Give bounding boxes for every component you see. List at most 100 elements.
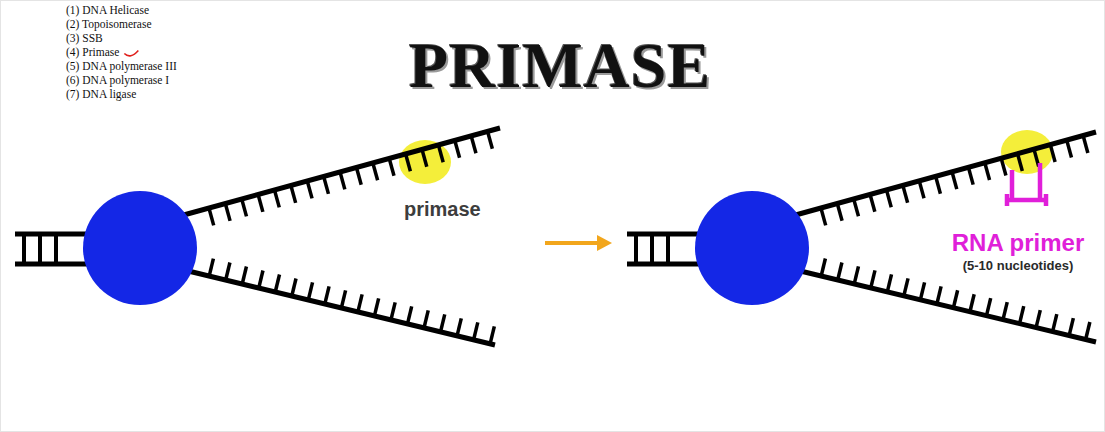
- base: [886, 190, 891, 207]
- base: [307, 181, 312, 198]
- base: [821, 259, 825, 276]
- list-item: (5) DNA polymerase III: [66, 60, 177, 73]
- rna-primer: [1007, 163, 1046, 206]
- base: [358, 294, 362, 311]
- base: [438, 145, 443, 162]
- helicase: [695, 191, 809, 305]
- base: [389, 158, 394, 175]
- base: [936, 176, 941, 193]
- base: [838, 262, 842, 279]
- base: [854, 199, 859, 216]
- base: [308, 282, 312, 299]
- base: [424, 310, 428, 327]
- base: [258, 195, 263, 212]
- base: [937, 286, 941, 303]
- base: [356, 167, 361, 184]
- base: [985, 163, 990, 180]
- base: [919, 181, 924, 198]
- base: [1053, 314, 1057, 331]
- base: [341, 290, 345, 307]
- enzyme-label: primase: [404, 198, 481, 221]
- base: [226, 263, 230, 280]
- base: [291, 186, 296, 203]
- title: PRIMASE: [409, 34, 711, 98]
- base: [837, 203, 842, 220]
- base: [1018, 154, 1023, 171]
- arrow-shaft: [545, 241, 600, 245]
- base-pair: [634, 234, 638, 264]
- dna-strand: [180, 269, 495, 345]
- base: [1001, 158, 1006, 175]
- base: [871, 270, 875, 287]
- base: [406, 154, 411, 171]
- bases: [821, 259, 1090, 340]
- base: [374, 298, 378, 315]
- base: [1036, 310, 1040, 327]
- base: [209, 208, 214, 225]
- base: [455, 140, 460, 157]
- base: [209, 259, 213, 276]
- dna-strand: [792, 269, 1096, 342]
- base: [1086, 322, 1090, 339]
- arrow-head: [597, 235, 612, 251]
- base: [1067, 140, 1072, 157]
- base-pair: [54, 234, 58, 264]
- list-item: (1) DNA Helicase: [66, 4, 149, 17]
- base: [920, 282, 924, 299]
- base: [1050, 145, 1055, 162]
- base: [870, 194, 875, 211]
- base-pair: [22, 234, 26, 264]
- base: [986, 298, 990, 315]
- primer-label: RNA primer: [952, 229, 1084, 257]
- base-pair: [650, 234, 654, 264]
- base: [887, 274, 891, 291]
- base: [391, 302, 395, 319]
- list-item: (4) Primase: [66, 46, 119, 59]
- base: [242, 267, 246, 284]
- base: [1003, 302, 1007, 319]
- base: [970, 294, 974, 311]
- base: [490, 326, 494, 343]
- check-mark: [124, 51, 138, 56]
- base-pair: [666, 234, 670, 264]
- helicase: [83, 191, 197, 305]
- base-pair: [38, 234, 42, 264]
- step-arrow: [545, 235, 612, 251]
- bases: [209, 131, 492, 225]
- bases: [821, 136, 1088, 226]
- base: [457, 318, 461, 335]
- replication-fork: [627, 130, 1096, 342]
- base: [225, 204, 230, 221]
- base: [242, 199, 247, 216]
- base: [373, 163, 378, 180]
- base: [1069, 318, 1073, 335]
- base: [259, 270, 263, 287]
- base: [324, 176, 329, 193]
- base: [854, 266, 858, 283]
- dna-strand: [792, 132, 1096, 216]
- base: [1083, 136, 1088, 153]
- list-item: (2) Topoisomerase: [66, 18, 152, 31]
- primer-note: (5-10 nucleotides): [963, 258, 1074, 273]
- base: [471, 136, 476, 153]
- base: [292, 278, 296, 295]
- base: [968, 167, 973, 184]
- base: [474, 322, 478, 339]
- base: [903, 185, 908, 202]
- list-item: (7) DNA ligase: [66, 88, 136, 101]
- list-item: (6) DNA polymerase I: [66, 74, 169, 87]
- base: [488, 131, 493, 148]
- base: [1020, 306, 1024, 323]
- base: [952, 172, 957, 189]
- base: [422, 149, 427, 166]
- base: [407, 306, 411, 323]
- base: [821, 208, 826, 225]
- base: [953, 290, 957, 307]
- base: [441, 314, 445, 331]
- base: [325, 286, 329, 303]
- base: [904, 278, 908, 295]
- list-item: (3) SSB: [66, 32, 103, 45]
- base: [340, 172, 345, 189]
- base: [275, 274, 279, 291]
- base: [274, 190, 279, 207]
